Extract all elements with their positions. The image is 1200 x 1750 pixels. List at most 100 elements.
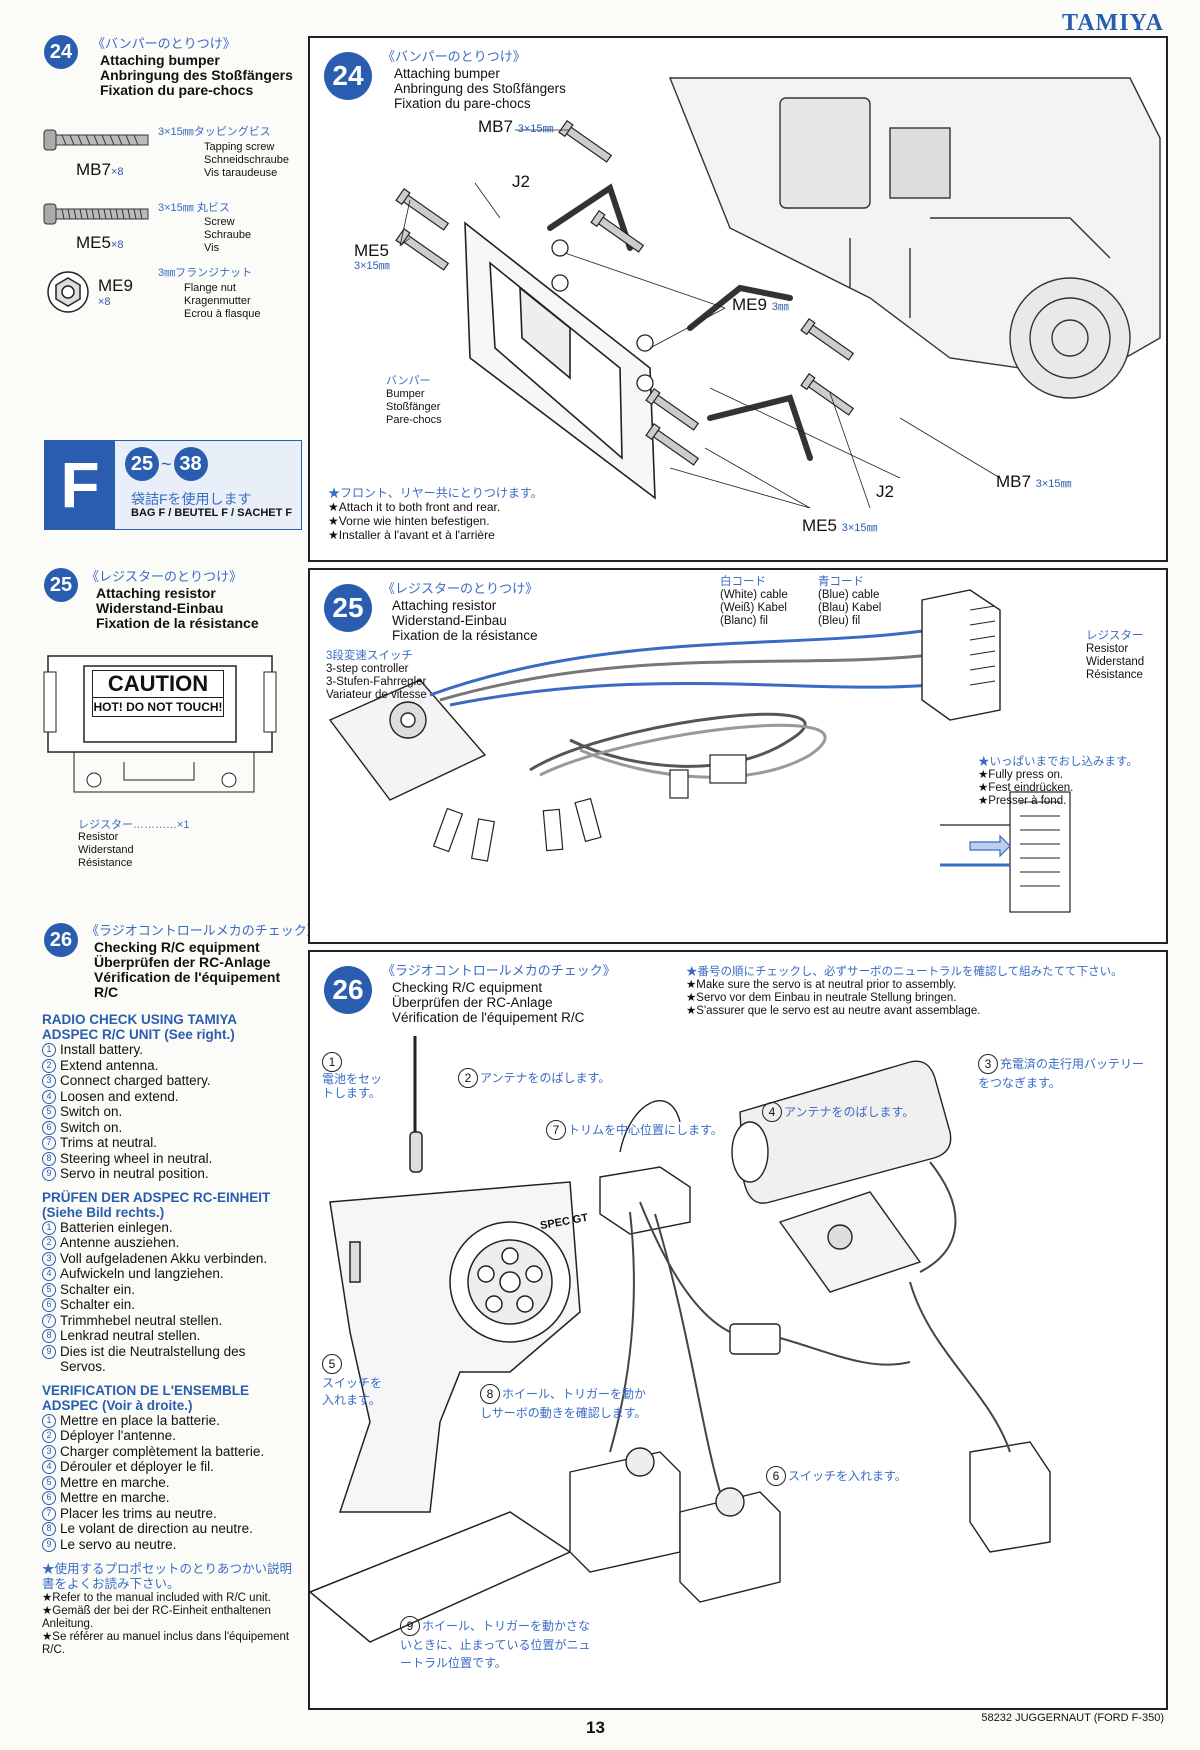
- step-25-diagram-de: Widerstand-Einbau: [392, 613, 507, 628]
- part-me5-names: Screw Schraube Vis: [204, 216, 251, 255]
- press-fr: ★Presser à fond.: [978, 795, 1067, 807]
- resistor-de: Widerstand: [1086, 656, 1145, 668]
- part-mb7-label: MB7×8: [76, 160, 124, 180]
- label-j2-top: J2: [512, 172, 530, 191]
- list-item: Lenkrad neutral stellen.: [60, 1328, 201, 1343]
- step-24-title-de: Anbringung des Stoßfängers: [100, 67, 293, 83]
- label-j2-bottom: J2: [876, 482, 894, 501]
- part-me9-qty: ×8: [98, 296, 111, 308]
- step-26-title-fr: Vérification de l'équipement R/C: [94, 969, 281, 1000]
- list-item: Steering wheel in neutral.: [60, 1150, 213, 1166]
- step-25-diagram-box: 25 《レジスターのとりつけ》 Attaching resistor Wider…: [308, 568, 1168, 944]
- blue-cable-en: (Blue) cable: [818, 589, 880, 601]
- label-me5-left-size: 3×15㎜: [354, 260, 390, 272]
- list-item: Antenne ausziehen.: [60, 1235, 180, 1250]
- step-24-title-fr: Fixation du pare-chocs: [100, 82, 254, 98]
- part-me9-size: 3㎜フランジナット: [158, 267, 253, 279]
- list-item: Batterien einlegen.: [60, 1219, 173, 1235]
- step-24-title-en: Attaching bumper: [100, 52, 220, 68]
- part-me5-qty: ×8: [110, 239, 124, 251]
- step-25-title-fr: Fixation de la résistance: [96, 615, 259, 631]
- part-me9-names: Flange nut Kragenmutter Ecrou à flasque: [184, 282, 260, 321]
- part-mb7-fr: Vis taraudeuse: [204, 167, 278, 179]
- label-bumper-jp: バンパー: [386, 375, 431, 387]
- white-cable-de: (Weiß) Kabel: [720, 602, 787, 614]
- part-me9-en: Flange nut: [184, 282, 236, 294]
- step-24-diagram-box: 24 《バンパーのとりつけ》 Attaching bumper Anbringu…: [308, 36, 1168, 562]
- list-item: Mettre en place la batterie.: [60, 1412, 220, 1428]
- list-item: Schalter ein.: [60, 1281, 136, 1297]
- part-me5-label: ME5×8: [76, 233, 124, 253]
- label-mb7-bottom: MB7 3×15㎜: [996, 472, 1071, 492]
- bag-f-range: 25 ~ 38: [125, 447, 208, 481]
- part-mb7-en: Tapping screw: [204, 141, 275, 153]
- step-25-diagram-titles: Attaching resistor Widerstand-Einbau Fix…: [392, 598, 538, 643]
- part-me9-fr: Ecrou à flasque: [184, 308, 261, 320]
- part-me5-de: Schraube: [204, 229, 252, 241]
- list-item: Switch on.: [60, 1119, 123, 1135]
- step-24-badge: 24: [44, 35, 78, 69]
- step-26-title-en: Checking R/C equipment: [94, 939, 260, 955]
- bumper-assembly-drawing: [395, 77, 1161, 509]
- press-note: ★いっぱいまでおし込みます。 ★Fully press on. ★Fest ei…: [978, 756, 1138, 808]
- resistor-wiring-drawing: [328, 589, 1071, 913]
- callout-3-text: 充電済の走行用バッテリーをつなぎます。: [978, 1057, 1145, 1090]
- blue-cable-jp: 青コード: [818, 576, 864, 588]
- part-mb7-de: Schneidschraube: [204, 154, 290, 166]
- callout-7-text: トリムを中心位置にします。: [568, 1123, 723, 1137]
- press-en: ★Fully press on.: [978, 769, 1064, 781]
- step-24-diagram-en: Attaching bumper: [394, 66, 500, 81]
- list-item: Loosen and extend.: [60, 1088, 179, 1104]
- list-item: Le volant de direction au neutre.: [60, 1521, 253, 1536]
- step-24-jp-title: 《バンパーのとりつけ》: [92, 36, 236, 51]
- blue-cable-label: 青コード (Blue) cable (Blau) Kabel (Bleu) fi…: [818, 576, 881, 628]
- manual-note-jp: ★使用するプロポセットのとりあつかい説明書をよくお読み下さい。: [42, 1562, 293, 1591]
- list-item: Dies ist die Neutralstellung des Servos.: [60, 1343, 246, 1375]
- controller-fr: Variateur de vitesse: [326, 689, 427, 701]
- part-me9-de: Kragenmutter: [184, 295, 251, 307]
- label-bumper-en: Bumper: [386, 388, 425, 400]
- controller-de: 3-Stufen-Fahrregler: [326, 676, 427, 688]
- list-item: Mettre en marche.: [60, 1490, 170, 1505]
- step-24-diagram-de: Anbringung des Stoßfängers: [394, 81, 566, 96]
- controller-en: 3-step controller: [326, 663, 409, 675]
- resistor-jp: レジスター: [1086, 630, 1144, 642]
- step-25-title-de: Widerstand-Einbau: [96, 600, 224, 616]
- caution-label: CAUTION HOT! DO NOT TOUCH!: [92, 670, 224, 717]
- label-mb7-top: MB7 3×15㎜: [478, 117, 553, 137]
- step-26-diagram-box: 26 《ラジオコントロールメカのチェック》 Checking R/C equip…: [308, 950, 1168, 1710]
- note-jp: ★フロント、リヤー共にとりつけます。: [328, 486, 543, 500]
- list-item: Voll aufgeladenen Akku verbinden.: [60, 1250, 268, 1266]
- section-de-title: PRÜFEN DER ADSPEC RC-EINHEIT (Siehe Bild…: [42, 1189, 271, 1220]
- manual-note-en: ★Refer to the manual included with R/C u…: [42, 1592, 271, 1604]
- step-24-title-block: Attaching bumper Anbringung des Stoßfäng…: [100, 53, 293, 98]
- step-25-diagram-badge: 25: [324, 584, 372, 632]
- white-cable-jp: 白コード: [720, 576, 766, 588]
- step-25-diagram-en: Attaching resistor: [392, 598, 497, 613]
- note-de: ★Vorne wie hinten befestigen.: [328, 514, 490, 528]
- list-item: Placer les trims au neutre.: [60, 1505, 217, 1521]
- part-me5-code: ME5: [76, 233, 111, 252]
- step-25-diagram-fr: Fixation de la résistance: [392, 628, 538, 643]
- bag-f-range-from: 25: [125, 447, 159, 481]
- neutral-en: ★Make sure the servo is at neutral prior…: [686, 979, 957, 991]
- step-24-diagram-fr: Fixation du pare-chocs: [394, 96, 531, 111]
- step-24-diagram-badge: 24: [324, 52, 372, 100]
- neutral-de: ★Servo vor dem Einbau in neutrale Stellu…: [686, 992, 957, 1004]
- section-en-title: RADIO CHECK USING TAMIYA ADSPEC R/C UNIT…: [42, 1012, 237, 1042]
- label-me5-bottom-size: 3×15㎜: [841, 522, 878, 534]
- label-me9: ME9 3㎜: [732, 295, 789, 315]
- tapping-screw-icon: [43, 129, 149, 151]
- list-item: Install battery.: [60, 1042, 144, 1057]
- callout-6-text: スイッチを入れます。: [788, 1469, 907, 1483]
- resistor-fr: Résistance: [1086, 669, 1143, 681]
